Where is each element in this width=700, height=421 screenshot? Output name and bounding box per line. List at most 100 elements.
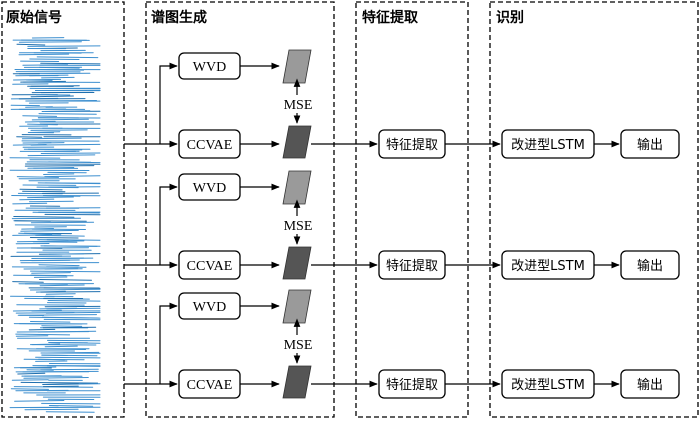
- wvd-spectrum-image: [282, 170, 312, 205]
- feature-extraction-box: 特征提取: [378, 129, 446, 159]
- ccvae-box-label: CCVAE: [187, 138, 233, 153]
- signal-stroke: [39, 307, 78, 310]
- signal-stroke: [42, 326, 97, 329]
- signal-stroke: [22, 190, 66, 193]
- output-box: 输出: [620, 129, 680, 159]
- signal-stroke: [19, 198, 55, 201]
- signal-stroke: [27, 123, 58, 126]
- signal-stroke: [27, 167, 75, 169]
- signal-stroke: [22, 64, 69, 66]
- signal-stroke: [32, 241, 78, 243]
- signal-stroke: [19, 259, 80, 262]
- mse-label: MSE: [284, 338, 313, 353]
- signal-stroke: [30, 343, 61, 346]
- signal-stroke: [42, 385, 79, 388]
- signal-stroke: [12, 309, 62, 312]
- signal-stroke: [20, 381, 99, 384]
- signal-region-title: 原始信号: [6, 9, 62, 26]
- feature-extraction-box-label: 特征提取: [386, 377, 438, 393]
- signal-stroke: [47, 300, 101, 302]
- signal-stroke: [29, 200, 74, 203]
- signal-stroke: [13, 366, 57, 369]
- signal-stroke: [15, 312, 75, 314]
- signal-stroke: [48, 161, 101, 164]
- ccvae-spectrum-image: [282, 125, 312, 159]
- signal-stroke: [10, 388, 49, 390]
- signal-stroke: [18, 232, 53, 235]
- signal-stroke: [48, 405, 94, 407]
- signal-stroke: [27, 45, 101, 47]
- signal-stroke: [24, 120, 56, 123]
- mse-label-bg: [283, 95, 313, 113]
- signal-stroke: [19, 188, 63, 191]
- feature-extraction-box-label: 特征提取: [386, 258, 438, 274]
- signal-stroke: [12, 281, 44, 283]
- signal-stroke: [14, 400, 65, 402]
- signal-stroke: [44, 175, 101, 178]
- improved-lstm-box-label: 改进型LSTM: [511, 259, 585, 274]
- signal-stroke: [41, 325, 83, 327]
- signal-stroke: [27, 154, 96, 157]
- signal-stroke: [18, 283, 68, 285]
- signal-stroke: [29, 288, 101, 291]
- feature-region: [355, 1, 469, 418]
- signal-stroke: [18, 53, 70, 56]
- output-box-label: 输出: [637, 258, 663, 274]
- output-box-frame: [620, 250, 680, 280]
- signal-stroke: [14, 220, 87, 222]
- raw-signal-waveform: [9, 37, 101, 413]
- output-box-frame: [620, 369, 680, 399]
- signal-stroke: [48, 342, 101, 344]
- improved-lstm-box-label: 改进型LSTM: [511, 378, 585, 393]
- ccvae-box: CCVAE: [178, 129, 241, 159]
- mse-label: MSE: [284, 98, 313, 113]
- signal-stroke: [22, 115, 58, 117]
- signal-stroke: [41, 354, 98, 357]
- signal-stroke: [16, 348, 87, 350]
- signal-stroke: [48, 253, 85, 255]
- wvd-box-label: WVD: [193, 60, 226, 75]
- signal-stroke: [32, 211, 100, 214]
- ccvae-spectrum-image: [282, 365, 312, 399]
- signal-region: [1, 1, 125, 418]
- signal-stroke: [28, 328, 56, 331]
- ccvae-box: CCVAE: [178, 250, 241, 280]
- signal-stroke: [38, 264, 80, 267]
- ccvae-box-label: CCVAE: [187, 259, 233, 274]
- signal-stroke: [29, 58, 80, 60]
- spectrum-region-title: 谱图生成: [151, 9, 207, 26]
- signal-stroke: [11, 195, 81, 197]
- signal-stroke: [30, 321, 71, 323]
- signal-stroke: [31, 118, 89, 121]
- signal-stroke: [21, 228, 54, 230]
- feature-extraction-box: 特征提取: [378, 250, 446, 280]
- output-box-label: 输出: [637, 377, 663, 393]
- signal-stroke: [16, 136, 43, 138]
- signal-stroke: [42, 383, 79, 385]
- signal-stroke: [44, 345, 78, 348]
- signal-stroke: [39, 279, 92, 281]
- signal-stroke: [17, 372, 46, 375]
- signal-stroke: [20, 229, 79, 232]
- wvd-input-arrow: [159, 302, 178, 384]
- signal-stroke: [41, 110, 91, 112]
- signal-stroke: [35, 356, 101, 359]
- signal-stroke: [11, 379, 49, 381]
- signal-stroke: [40, 291, 101, 293]
- signal-stroke: [36, 186, 79, 189]
- signal-stroke: [43, 173, 75, 175]
- signal-stroke: [30, 95, 74, 98]
- improved-lstm-box: 改进型LSTM: [501, 250, 595, 280]
- spectrum-region: [145, 1, 335, 418]
- improved-lstm-box: 改进型LSTM: [501, 129, 595, 159]
- signal-stroke: [40, 62, 101, 65]
- mse-label-bg: [283, 216, 313, 234]
- output-box-label: 输出: [637, 137, 663, 153]
- signal-stroke: [38, 358, 65, 361]
- feature-extraction-box: 特征提取: [378, 369, 446, 399]
- signal-stroke: [25, 106, 53, 108]
- recognition-region: [489, 1, 699, 418]
- wvd-spectrum-image: [282, 49, 312, 84]
- feature-region-title: 特征提取: [362, 9, 419, 26]
